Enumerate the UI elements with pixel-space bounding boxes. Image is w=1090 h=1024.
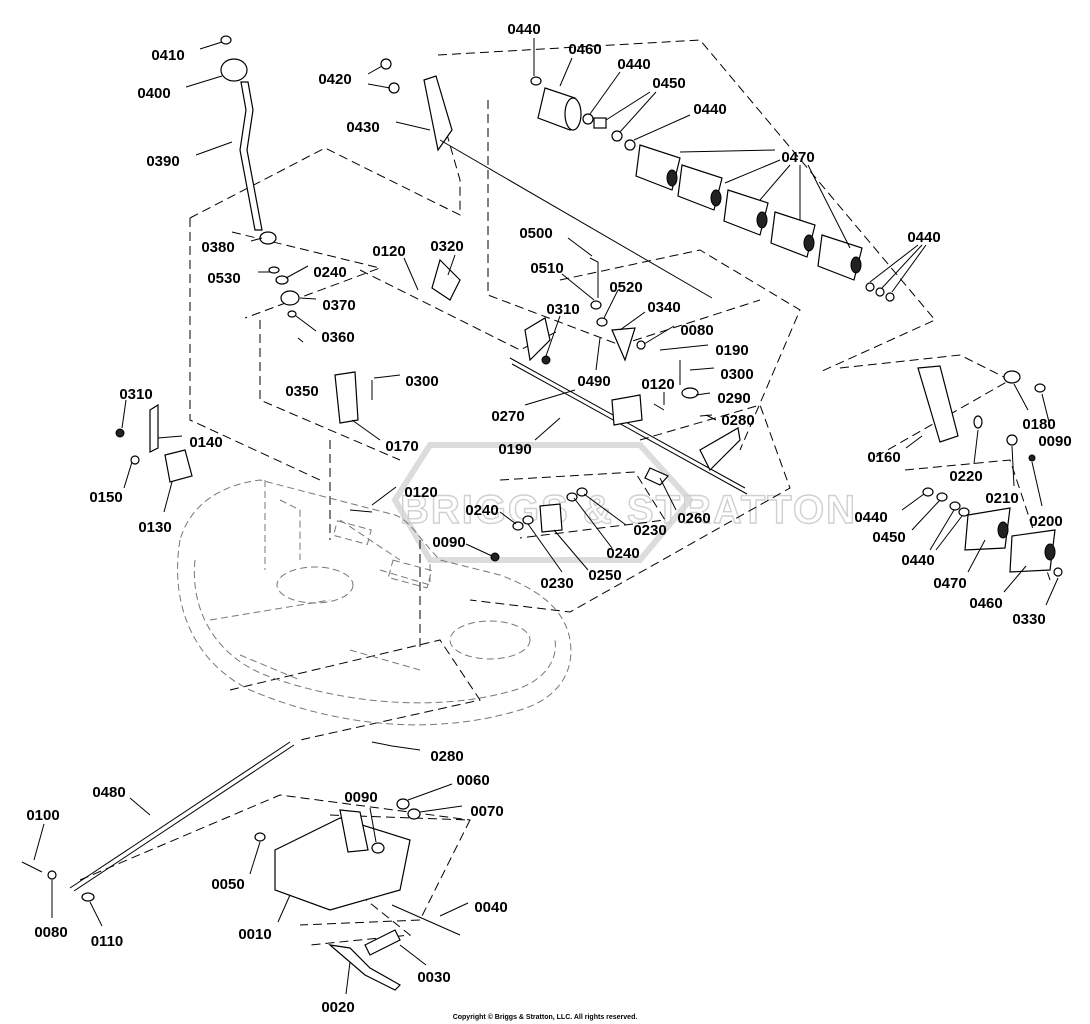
part-label-0050: 0050	[211, 876, 244, 893]
part-label-0240: 0240	[465, 502, 498, 519]
part-label-0160: 0160	[867, 449, 900, 466]
mower-deck	[177, 479, 572, 726]
part-label-0140: 0140	[189, 434, 222, 451]
part-label-0090: 0090	[432, 534, 465, 551]
part-label-0210: 0210	[985, 490, 1018, 507]
part-label-0220: 0220	[949, 468, 982, 485]
part-label-0470: 0470	[933, 575, 966, 592]
part-label-0480: 0480	[92, 784, 125, 801]
part-label-0310: 0310	[119, 386, 152, 403]
part-label-0470: 0470	[781, 149, 814, 166]
part-label-0450: 0450	[652, 75, 685, 92]
part-label-0070: 0070	[470, 803, 503, 820]
part-label-0440: 0440	[693, 101, 726, 118]
part-label-0180: 0180	[1022, 416, 1055, 433]
part-label-0240: 0240	[313, 264, 346, 281]
part-label-0280: 0280	[430, 748, 463, 765]
part-label-0030: 0030	[417, 969, 450, 986]
pedal-assembly	[21, 741, 461, 991]
part-label-0150: 0150	[89, 489, 122, 506]
part-label-0440: 0440	[854, 509, 887, 526]
part-label-0200: 0200	[1029, 513, 1062, 530]
part-label-0130: 0130	[138, 519, 171, 536]
part-label-0310: 0310	[546, 301, 579, 318]
part-label-0090: 0090	[1038, 433, 1071, 450]
part-label-0460: 0460	[969, 595, 1002, 612]
leader-lines	[33, 38, 1059, 995]
part-number-labels: 0410 0400 0390 0380 0530 0240 0370 0360 0350 0420…	[26, 21, 1071, 1016]
part-label-0520: 0520	[609, 279, 642, 296]
part-label-0100: 0100	[26, 807, 59, 824]
part-label-0430: 0430	[346, 119, 379, 136]
part-label-0280: 0280	[721, 412, 754, 429]
part-label-0270: 0270	[491, 408, 524, 425]
part-label-0120: 0120	[404, 484, 437, 501]
part-label-0170: 0170	[385, 438, 418, 455]
part-label-0110: 0110	[91, 933, 124, 950]
part-label-0020: 0020	[321, 999, 354, 1016]
part-label-0080: 0080	[680, 322, 713, 339]
part-label-0360: 0360	[321, 329, 354, 346]
part-label-0330: 0330	[1012, 611, 1045, 628]
part-label-0450: 0450	[872, 529, 905, 546]
part-label-0420: 0420	[318, 71, 351, 88]
part-label-0440: 0440	[507, 21, 540, 38]
part-label-0440: 0440	[901, 552, 934, 569]
part-label-0530: 0530	[207, 270, 240, 287]
part-label-0490: 0490	[577, 373, 610, 390]
shift-rod	[380, 58, 713, 299]
part-label-0350: 0350	[285, 383, 318, 400]
part-label-0440: 0440	[907, 229, 940, 246]
part-label-0390: 0390	[146, 153, 179, 170]
height-adjust-shaft	[334, 257, 748, 495]
part-label-0260: 0260	[677, 510, 710, 527]
part-label-0190: 0190	[498, 441, 531, 458]
part-label-0040: 0040	[474, 899, 507, 916]
part-label-0380: 0380	[201, 239, 234, 256]
part-label-0440: 0440	[617, 56, 650, 73]
part-label-0510: 0510	[530, 260, 563, 277]
part-label-0240: 0240	[606, 545, 639, 562]
part-label-0290: 0290	[717, 390, 750, 407]
part-label-0500: 0500	[519, 225, 552, 242]
part-label-0120: 0120	[372, 243, 405, 260]
left-bracket	[115, 403, 193, 483]
part-label-0340: 0340	[647, 299, 680, 316]
part-label-0060: 0060	[456, 772, 489, 789]
part-label-0250: 0250	[588, 567, 621, 584]
part-label-0120: 0120	[641, 376, 674, 393]
part-label-0300: 0300	[405, 373, 438, 390]
part-label-0300: 0300	[720, 366, 753, 383]
part-label-0010: 0010	[238, 926, 271, 943]
copyright-notice: Copyright © Briggs & Stratton, LLC. All …	[453, 1013, 638, 1021]
shift-lever	[220, 35, 304, 343]
part-label-0090: 0090	[344, 789, 377, 806]
right-bracket-rollers	[917, 365, 1063, 577]
center-parts	[349, 487, 588, 747]
part-label-0230: 0230	[540, 575, 573, 592]
part-label-0410: 0410	[151, 47, 184, 64]
assembly-outlines	[79, 39, 1051, 946]
part-label-0400: 0400	[137, 85, 170, 102]
part-label-0370: 0370	[322, 297, 355, 314]
part-label-0190: 0190	[715, 342, 748, 359]
part-label-0230: 0230	[633, 522, 666, 539]
part-label-0080: 0080	[34, 924, 67, 941]
part-label-0460: 0460	[568, 41, 601, 58]
part-label-0320: 0320	[430, 238, 463, 255]
deck-rollers-top	[530, 76, 895, 302]
